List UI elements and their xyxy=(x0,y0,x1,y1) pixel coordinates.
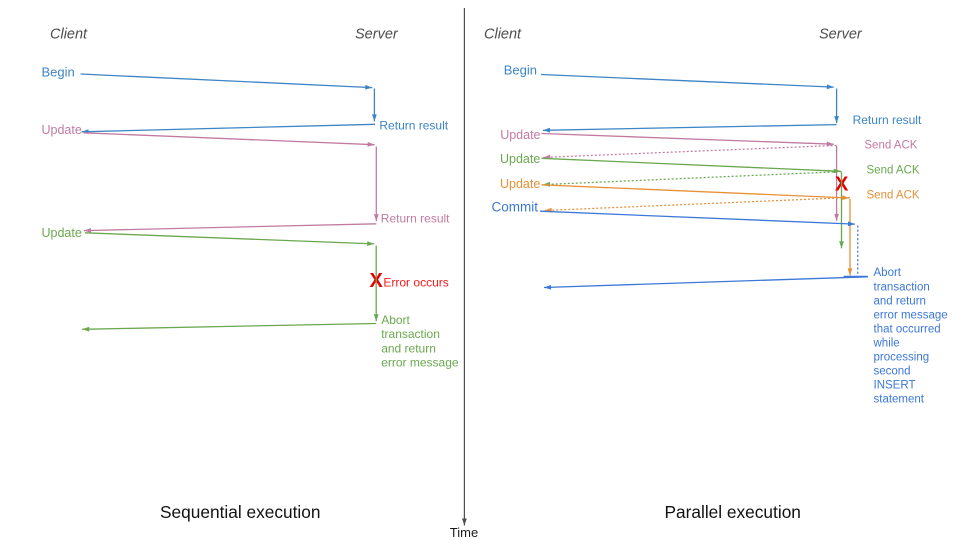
svg-text:Return result: Return result xyxy=(853,113,922,127)
svg-text:processing: processing xyxy=(874,352,930,364)
svg-text:Parallel execution: Parallel execution xyxy=(665,502,801,522)
svg-text:Update: Update xyxy=(500,152,540,166)
svg-text:Begin: Begin xyxy=(42,64,75,79)
svg-text:Send ACK: Send ACK xyxy=(864,140,917,152)
svg-text:Error occurs: Error occurs xyxy=(383,275,448,289)
svg-text:Return result: Return result xyxy=(381,212,450,226)
svg-text:Update: Update xyxy=(42,123,82,137)
svg-text:Update: Update xyxy=(42,226,82,240)
svg-text:Client: Client xyxy=(50,27,88,43)
svg-text:Abort: Abort xyxy=(381,313,410,327)
svg-text:second: second xyxy=(874,365,911,377)
svg-text:Return result: Return result xyxy=(379,119,448,133)
svg-text:and return: and return xyxy=(874,295,926,307)
svg-text:and return: and return xyxy=(381,341,436,355)
svg-text:Sequential execution: Sequential execution xyxy=(160,502,320,522)
svg-text:error message: error message xyxy=(381,356,459,370)
svg-text:while: while xyxy=(873,337,900,349)
svg-text:Update: Update xyxy=(500,177,540,191)
svg-text:INSERT: INSERT xyxy=(874,380,916,392)
svg-text:Server: Server xyxy=(355,27,399,43)
svg-text:Send ACK: Send ACK xyxy=(867,165,920,177)
svg-text:Update: Update xyxy=(500,128,540,142)
svg-text:Send ACK: Send ACK xyxy=(867,190,920,202)
svg-text:Commit: Commit xyxy=(492,200,539,215)
svg-text:transaction: transaction xyxy=(874,281,930,293)
svg-text:Time: Time xyxy=(450,525,478,540)
svg-text:error message: error message xyxy=(874,309,948,321)
svg-text:Begin: Begin xyxy=(504,63,537,78)
svg-text:Server: Server xyxy=(819,27,863,43)
svg-text:transaction: transaction xyxy=(381,327,440,341)
svg-text:statement: statement xyxy=(874,394,925,406)
svg-text:Abort: Abort xyxy=(874,267,902,279)
svg-text:Client: Client xyxy=(484,27,522,43)
svg-text:that occurred: that occurred xyxy=(874,324,941,336)
